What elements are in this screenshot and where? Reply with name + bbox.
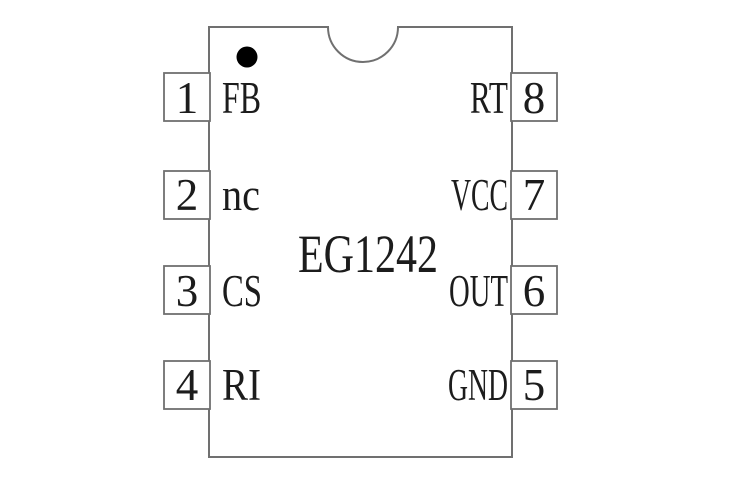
pin-5: 5 GND bbox=[448, 360, 558, 410]
pin-2: 2 nc bbox=[163, 170, 260, 220]
pin-4: 4 RI bbox=[163, 360, 261, 410]
pin-3-label: CS bbox=[222, 266, 262, 316]
pin-1-number-box bbox=[163, 72, 211, 122]
pin-8-label: RT bbox=[470, 73, 508, 123]
pin-8-number-box bbox=[510, 72, 558, 122]
pin-7-number-box bbox=[510, 170, 558, 220]
part-number-label: EG1242 bbox=[298, 224, 438, 284]
pin-6-label: OUT bbox=[449, 266, 508, 316]
pin-4-label: RI bbox=[222, 360, 261, 410]
pin-4-number: 4 bbox=[176, 360, 199, 410]
pin-7-label: VCC bbox=[451, 170, 508, 220]
pin-1-label: FB bbox=[222, 73, 261, 123]
ic-body-outline bbox=[208, 26, 513, 458]
pin-6: 6 OUT bbox=[449, 265, 558, 316]
pin-5-number-box bbox=[510, 360, 558, 410]
pin-3: 3 CS bbox=[163, 265, 262, 316]
pin-5-label: GND bbox=[448, 360, 508, 410]
pin-6-number: 6 bbox=[523, 266, 546, 316]
pin-8-number: 8 bbox=[523, 73, 546, 123]
pin-5-number: 5 bbox=[523, 360, 546, 410]
pin-1-number: 1 bbox=[176, 73, 199, 123]
pin1-indicator-dot bbox=[236, 46, 258, 68]
pin-2-label: nc bbox=[222, 170, 260, 220]
pin-7-number: 7 bbox=[523, 170, 546, 220]
pin-3-number: 3 bbox=[176, 266, 199, 316]
pin-2-number: 2 bbox=[176, 170, 199, 220]
pin-1: 1 FB bbox=[163, 72, 261, 123]
pin-8: 8 RT bbox=[470, 72, 558, 123]
pin-6-number-box bbox=[510, 265, 558, 315]
pin-7: 7 VCC bbox=[451, 170, 558, 220]
pin-4-number-box bbox=[163, 360, 211, 410]
pin-3-number-box bbox=[163, 265, 211, 315]
pin-2-number-box bbox=[163, 170, 211, 220]
